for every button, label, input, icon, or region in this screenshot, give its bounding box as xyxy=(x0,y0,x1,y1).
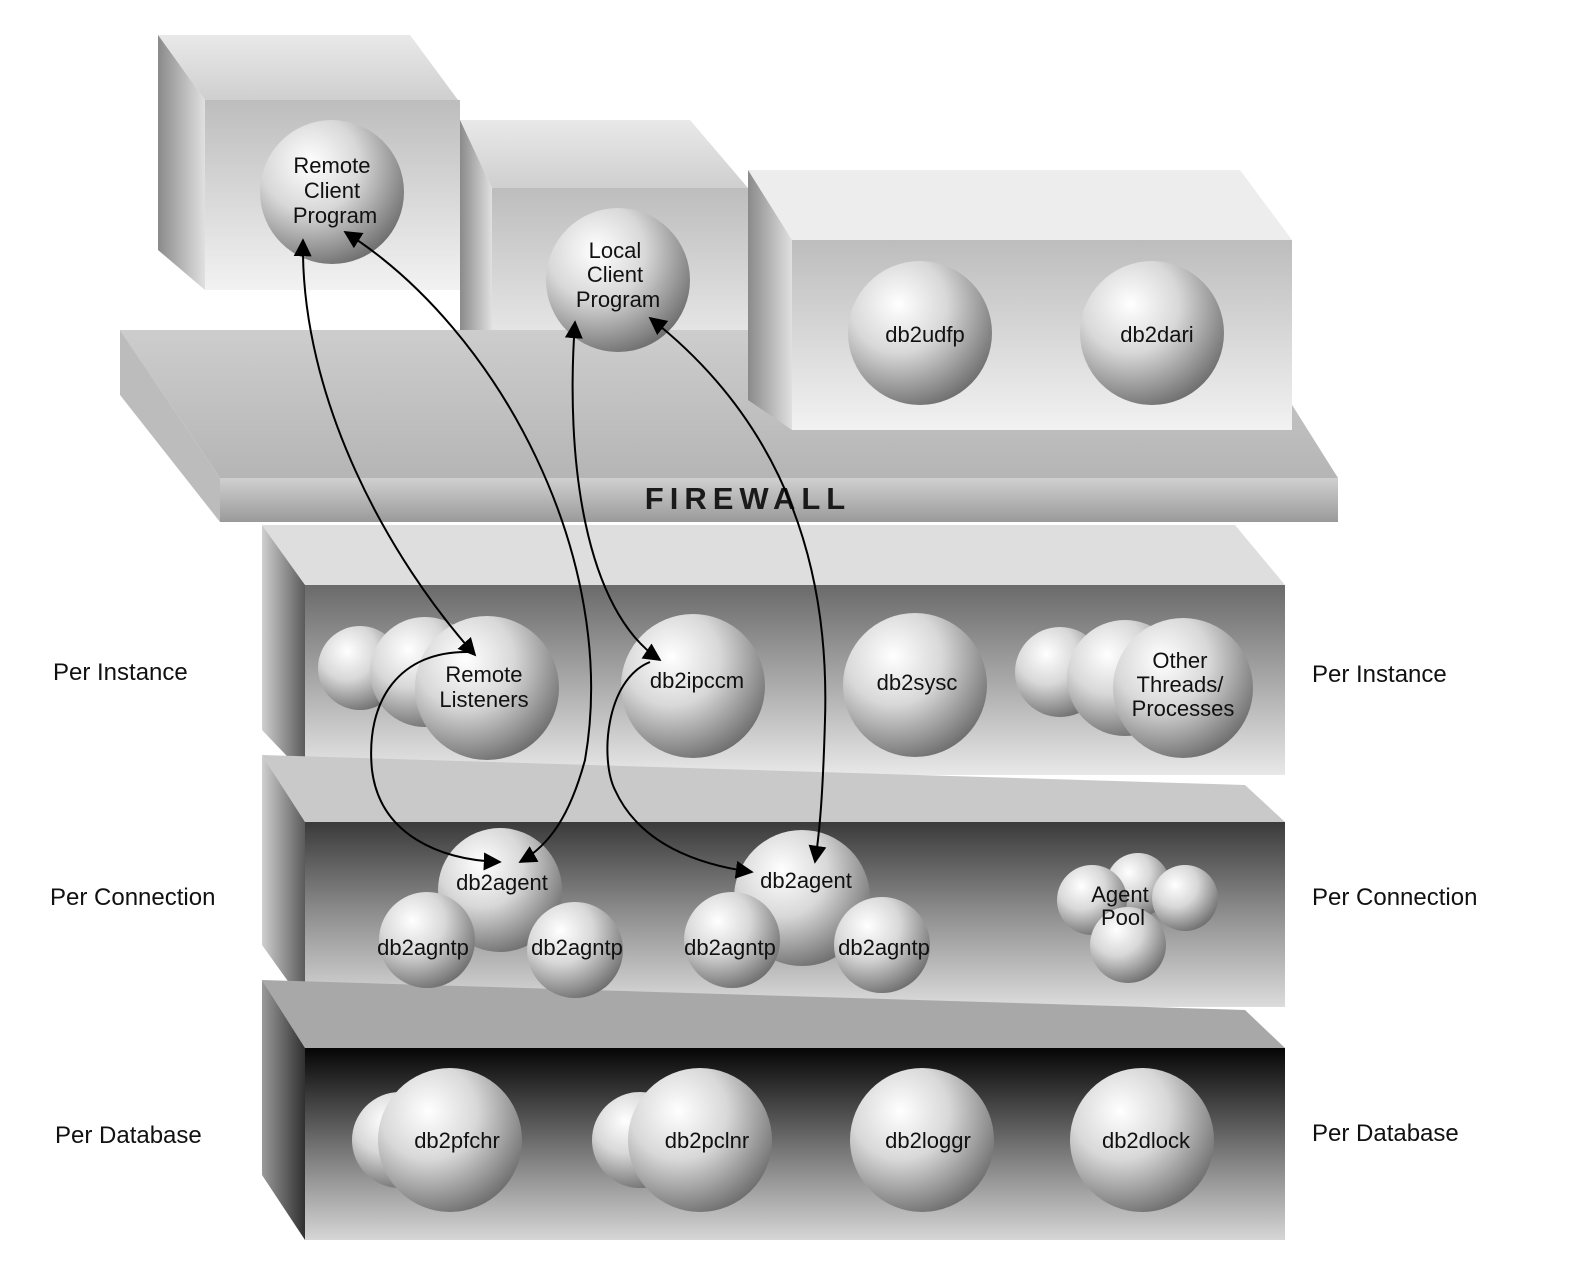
db2pfchr-label: db2pfchr xyxy=(414,1128,500,1153)
other-processes-line-1: Other xyxy=(1152,648,1207,673)
other-processes-line-3: Processes xyxy=(1132,696,1235,721)
db2dari-label: db2dari xyxy=(1120,322,1193,347)
arrow-ipccm-to-agent xyxy=(606,661,754,879)
db2dlock-sphere xyxy=(1070,1068,1214,1212)
remote-client-line-1: Remote xyxy=(293,153,370,178)
db2ipccm-label: db2ipccm xyxy=(650,668,744,693)
agent-2-label: db2agent xyxy=(760,868,852,893)
agent-pool-line-2: Pool xyxy=(1101,905,1145,930)
remote-client-sphere xyxy=(260,120,404,264)
agent-2-sub-1: db2agntp xyxy=(684,935,776,960)
connection-arrows xyxy=(293,231,827,879)
right-label-per-connection: Per Connection xyxy=(1312,884,1477,911)
db2sysc-label: db2sysc xyxy=(877,670,958,695)
arrow-local-client-to-agent xyxy=(648,316,827,864)
db2pclnr-cluster xyxy=(592,1068,772,1212)
left-label-per-database: Per Database xyxy=(55,1122,202,1149)
other-processes-line-2: Threads/ xyxy=(1137,672,1225,697)
agent-1-sub-2: db2agntp xyxy=(531,935,623,960)
db2loggr-sphere xyxy=(850,1068,994,1212)
agent-pool-line-1: Agent xyxy=(1091,882,1149,907)
other-processes-cluster xyxy=(1015,618,1253,758)
local-client-line-2: Client xyxy=(587,262,643,287)
db2udfp-sphere xyxy=(848,261,992,405)
remote-listeners-line-1: Remote xyxy=(445,662,522,687)
local-client-sphere xyxy=(546,208,690,352)
left-label-per-connection: Per Connection xyxy=(50,884,215,911)
svg-text:Remote Listeners: Remote Listeners xyxy=(439,662,528,712)
remote-listeners-line-2: Listeners xyxy=(439,687,528,712)
arrow-local-client-to-ipccm xyxy=(564,320,662,662)
db2dlock-label: db2dlock xyxy=(1102,1128,1191,1153)
local-client-line-1: Local xyxy=(589,238,642,263)
svg-text:Local Client Program: Local Client Program xyxy=(576,238,660,312)
db2loggr-label: db2loggr xyxy=(885,1128,971,1153)
left-label-per-instance: Per Instance xyxy=(53,659,188,686)
db2udfp-label: db2udfp xyxy=(885,322,965,347)
svg-text:Remote Client Program: Remote Client Program xyxy=(293,153,377,228)
agent-pool-cluster xyxy=(1057,853,1218,983)
arrow-listeners-to-agent xyxy=(370,650,502,871)
firewall-label: FIREWALL xyxy=(645,481,851,516)
svg-text:Agent Pool: Agent Pool xyxy=(1091,882,1155,930)
db2dari-sphere xyxy=(1080,261,1224,405)
svg-text:Other Threads/ Process: Other Threads/ Processes xyxy=(1132,648,1235,721)
agent-2-sub-2: db2agntp xyxy=(838,935,930,960)
remote-client-line-2: Client xyxy=(304,178,360,203)
agent-1-label: db2agent xyxy=(456,870,548,895)
local-client-line-3: Program xyxy=(576,287,660,312)
right-label-per-instance: Per Instance xyxy=(1312,661,1447,688)
db2pclnr-label: db2pclnr xyxy=(665,1128,749,1153)
db2sysc-sphere xyxy=(843,613,987,757)
agent-1-sub-1: db2agntp xyxy=(377,935,469,960)
agent-group-2 xyxy=(684,830,930,993)
right-label-per-database: Per Database xyxy=(1312,1120,1459,1147)
db2pfchr-cluster xyxy=(352,1068,522,1212)
remote-client-line-3: Program xyxy=(293,203,377,228)
